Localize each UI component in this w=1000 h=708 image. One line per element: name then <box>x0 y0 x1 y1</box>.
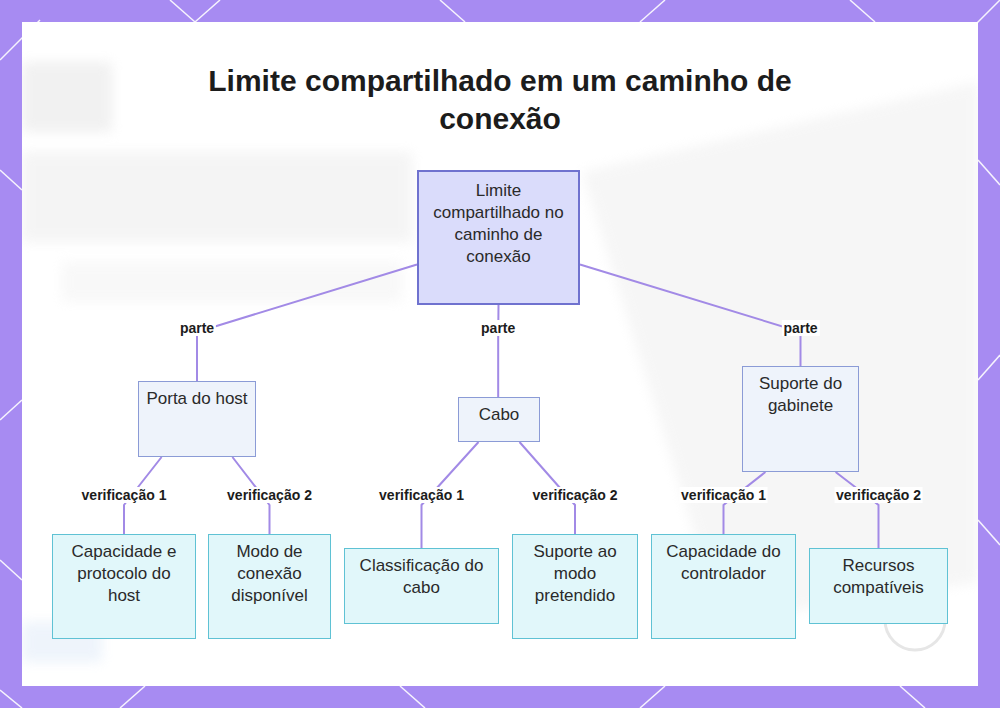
edge-label: verificação 1 <box>80 487 169 503</box>
part-box: Suporte do gabinete <box>742 366 859 472</box>
connector-line <box>497 305 499 397</box>
node-text: Capacidade do controlador <box>658 541 789 585</box>
edge-label: verificação 1 <box>679 487 768 503</box>
edge-label: verificação 2 <box>531 487 620 503</box>
edge-label: verificação 2 <box>225 487 314 503</box>
edge-label: parte <box>178 320 216 336</box>
edge-label: parte <box>781 320 819 336</box>
edge-label: verificação 1 <box>377 487 466 503</box>
node-text: Classificação do cabo <box>351 555 492 599</box>
node-text: Suporte ao modo pretendido <box>519 541 631 607</box>
root-box: Limite compartilhado no caminho de conex… <box>417 170 580 305</box>
edge-label: parte <box>479 320 517 336</box>
part-box: Porta do host <box>138 381 256 457</box>
diagram-title: Limite compartilhado em um caminho de co… <box>150 62 850 138</box>
node-text: Suporte do gabinete <box>749 373 852 417</box>
connector-line <box>580 265 801 367</box>
connector-line <box>836 472 879 548</box>
check-box: Recursos compatíveis <box>809 548 948 624</box>
node-text: Cabo <box>465 404 533 426</box>
node-text: Limite compartilhado no caminho de conex… <box>425 180 572 268</box>
node-text: Porta do host <box>145 388 249 410</box>
connector-line <box>197 265 417 382</box>
check-box: Modo de conexão disponível <box>208 534 331 639</box>
edge-label: verificação 2 <box>834 487 923 503</box>
check-box: Classificação do cabo <box>344 548 499 624</box>
check-box: Capacidade e protocolo do host <box>52 534 196 639</box>
node-text: Modo de conexão disponível <box>215 541 324 607</box>
part-box: Cabo <box>458 397 540 442</box>
check-box: Capacidade do controlador <box>651 534 796 639</box>
check-box: Suporte ao modo pretendido <box>512 534 638 639</box>
node-text: Capacidade e protocolo do host <box>59 541 189 607</box>
connector-line <box>724 472 766 534</box>
node-text: Recursos compatíveis <box>816 555 941 599</box>
